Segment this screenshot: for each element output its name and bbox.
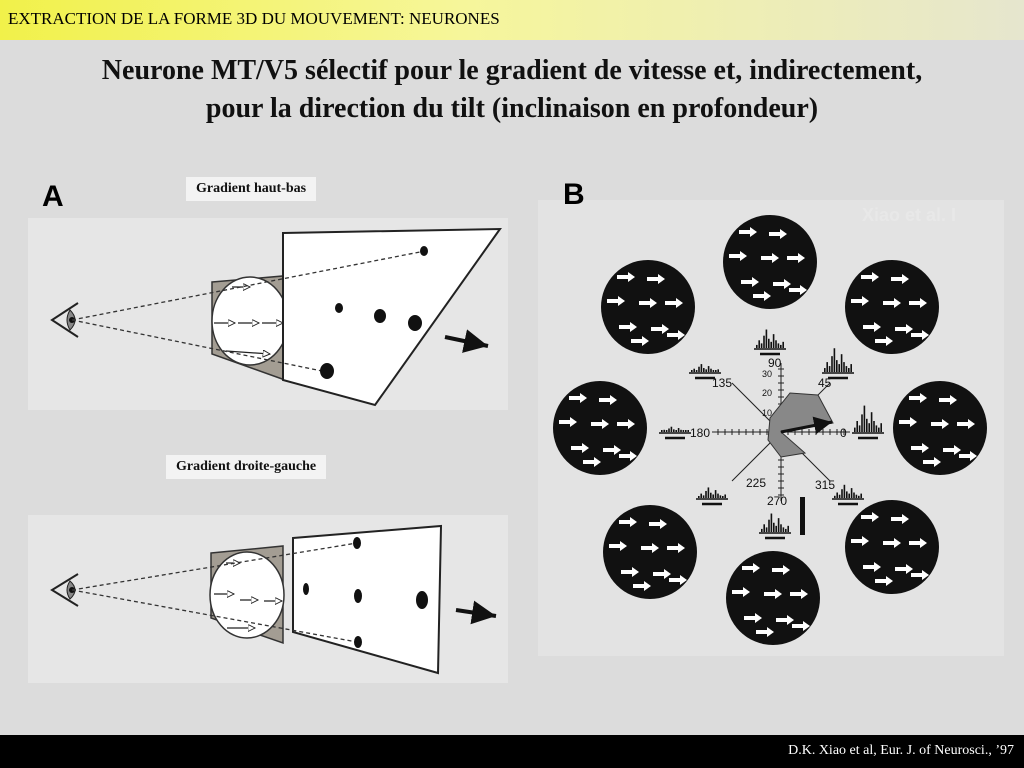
psth-histogram xyxy=(759,513,791,540)
diagram-bottom xyxy=(50,524,497,675)
stimulus-disc xyxy=(845,500,939,594)
frontal-plane xyxy=(292,524,443,675)
angle-label-180: 180 xyxy=(690,426,710,440)
slide-title-line-2: pour la direction du tilt (inclinaison e… xyxy=(205,93,819,124)
angle-label-90: 90 xyxy=(768,356,782,370)
psth-histogram xyxy=(659,426,691,440)
stimulus-discs xyxy=(553,215,987,645)
eye-icon xyxy=(50,573,79,607)
psth-histogram xyxy=(852,405,884,440)
stimulus-disc xyxy=(726,551,820,645)
eye-icon xyxy=(50,302,79,338)
angle-label-315: 315 xyxy=(815,478,835,492)
scale-bar xyxy=(800,497,805,535)
stimulus-disc xyxy=(603,505,697,599)
tilted-plane xyxy=(282,227,502,407)
slide-title-line-1: Neurone MT/V5 sélectif pour le gradient … xyxy=(101,55,923,86)
flow-arrows xyxy=(214,287,283,354)
stimulus-disc xyxy=(845,260,939,354)
header-bar: EXTRACTION DE LA FORME 3D DU MOUVEMENT: … xyxy=(0,0,1024,40)
angle-label-45: 45 xyxy=(818,376,832,390)
motion-arrow-bottom xyxy=(455,600,497,625)
psth-histogram xyxy=(754,329,786,356)
caption-top: Gradient haut-bas xyxy=(186,177,317,201)
aperture-circle xyxy=(209,551,285,639)
polar-tuning-area xyxy=(767,392,834,458)
panel-a-label: A xyxy=(42,180,64,213)
motion-arrow-top xyxy=(444,329,489,353)
footer-bar: D.K. Xiao et al, Eur. J. of Neurosci., ’… xyxy=(0,735,1024,768)
diagram-top xyxy=(50,227,502,407)
polar-plot: 0 45 90 135 180 225 270 315 10 20 30 xyxy=(690,356,850,535)
psth-histogram xyxy=(689,364,721,380)
plane-dots xyxy=(320,246,428,379)
angle-label-0: 0 xyxy=(840,426,847,440)
footer-citation: D.K. Xiao et al, Eur. J. of Neurosci., ’… xyxy=(788,743,1014,758)
angle-label-135: 135 xyxy=(712,376,732,390)
stimulus-disc xyxy=(601,260,695,354)
stimulus-disc xyxy=(553,381,647,475)
radius-label-30: 30 xyxy=(762,369,772,379)
psth-histogram xyxy=(822,348,854,380)
slide-title: Neurone MT/V5 sélectif pour le gradient … xyxy=(0,52,1024,128)
stimulus-disc xyxy=(893,381,987,475)
watermark-text: Xiao et al. I xyxy=(862,205,957,225)
psth-histogram xyxy=(696,487,728,506)
caption-bottom: Gradient droite-gauche xyxy=(166,455,327,479)
psth-histogram xyxy=(832,484,864,506)
stimulus-disc xyxy=(723,215,817,309)
radius-label-20: 20 xyxy=(762,388,772,398)
header-title: EXTRACTION DE LA FORME 3D DU MOUVEMENT: … xyxy=(8,9,500,28)
panel-b-label: B xyxy=(563,178,585,211)
angle-label-225: 225 xyxy=(746,476,766,490)
preferred-vector-arrow xyxy=(780,416,833,435)
angle-label-270: 270 xyxy=(767,494,787,508)
radius-label-10: 10 xyxy=(762,408,772,418)
psth-histograms xyxy=(659,329,884,540)
plane-dots xyxy=(303,537,428,648)
